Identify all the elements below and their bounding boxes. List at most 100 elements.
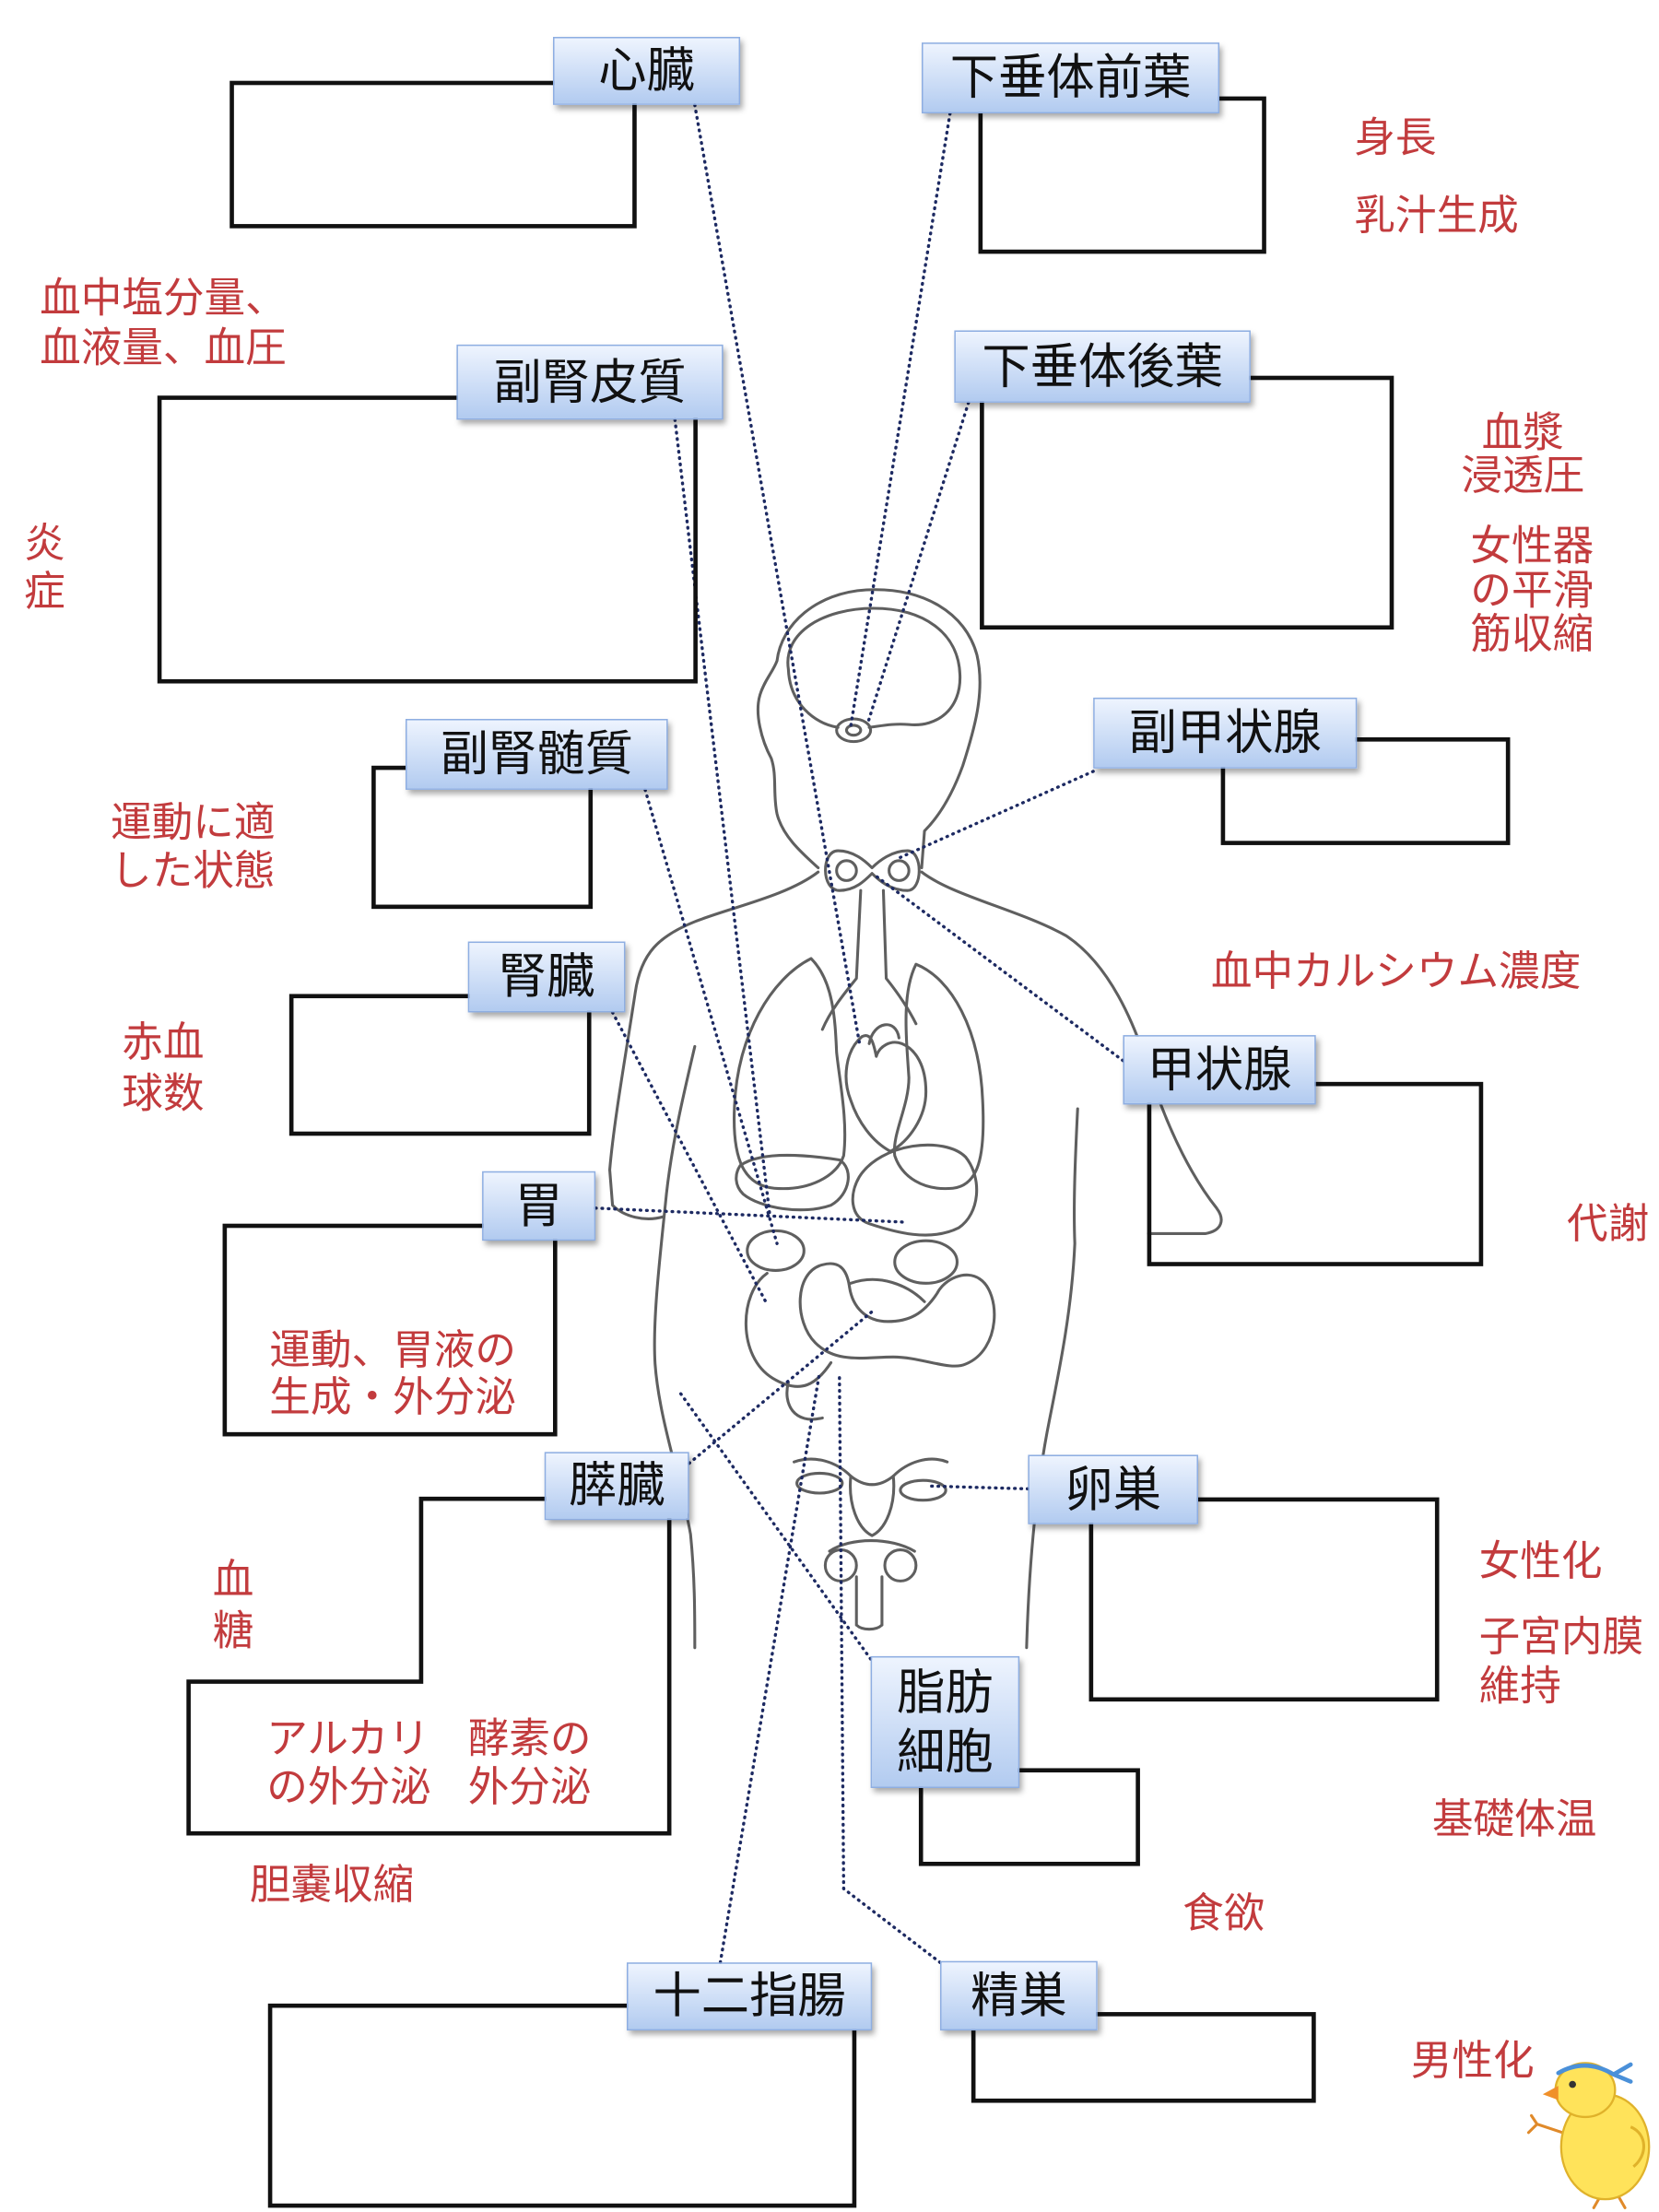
- label-adipocyte-line1: 脂肪: [897, 1664, 994, 1721]
- note-appetite: 食欲: [1182, 1888, 1265, 1937]
- label-testis: 精巣: [939, 1960, 1098, 2031]
- connector-stomach: [594, 1206, 910, 1224]
- label-adipocyte: 脂肪 細胞: [870, 1655, 1020, 1788]
- trachea: [820, 888, 918, 1031]
- label-anterior-pituitary: 下垂体前葉: [921, 42, 1220, 114]
- note-lactation: 乳汁生成: [1354, 191, 1519, 240]
- adrenal-cortex-answer-box: [157, 395, 698, 684]
- brain-outline: [786, 606, 962, 729]
- right-lung: [892, 962, 985, 1191]
- testis-answer-box: [971, 2012, 1316, 2103]
- note-line: 女性器: [1470, 522, 1594, 571]
- pituitary-inner: [844, 724, 863, 737]
- label-duodenum: 十二指腸: [626, 1962, 873, 2031]
- male-organ: [828, 1539, 916, 1631]
- note-line: 症: [24, 567, 65, 616]
- note-red-blood-cells: 赤血 球数: [122, 1017, 204, 1119]
- label-pancreas: 膵臓: [544, 1452, 689, 1521]
- left-kidney: [746, 1229, 806, 1272]
- note-line: 血漿: [1481, 408, 1564, 457]
- note-alkaline: アルカリ の外分泌: [266, 1714, 430, 1811]
- thyroid-answer-box: [1147, 1081, 1484, 1266]
- anterior-pituitary-answer-box: [978, 96, 1266, 254]
- note-plasma-osmotic: 血漿 浸透圧: [1458, 411, 1589, 496]
- note-line: 筋収縮: [1470, 609, 1594, 658]
- note-masculinization: 男性化: [1410, 2036, 1535, 2085]
- torso-outline: [607, 870, 1223, 1650]
- note-female-smooth-muscle: 女性器 の平滑 筋収縮: [1470, 524, 1594, 656]
- note-line: 血中塩分量、: [40, 273, 287, 323]
- note-line: の外分泌: [266, 1762, 431, 1811]
- note-line: 血: [212, 1555, 254, 1604]
- thyroid-gland: [824, 849, 921, 892]
- note-blood-sugar: 血 糖: [213, 1554, 254, 1656]
- note-line: 生成・外分泌: [269, 1372, 517, 1421]
- parathyroid-right: [888, 859, 911, 882]
- label-adrenal-medulla: 副腎髄質: [405, 718, 668, 790]
- connector-pancreas: [687, 1310, 874, 1465]
- note-height: 身長: [1354, 113, 1437, 162]
- chick-headband: [1556, 2062, 1633, 2084]
- note-line: アルカリ: [266, 1713, 429, 1763]
- label-kidney: 腎臓: [467, 941, 626, 1013]
- label-adipocyte-line2: 細胞: [897, 1723, 994, 1781]
- note-line: 酵素の: [467, 1713, 592, 1763]
- note-line: 浸透圧: [1461, 451, 1585, 500]
- parathyroid-left: [835, 859, 858, 882]
- note-feminization: 女性化: [1478, 1536, 1603, 1585]
- intestines: [744, 1262, 996, 1421]
- note-line: 赤血: [122, 1018, 205, 1066]
- connector-adrenal-medulla: [643, 788, 779, 1245]
- note-line: 維持: [1478, 1662, 1561, 1711]
- ovary-answer-box: [1088, 1497, 1440, 1702]
- left-ovary: [795, 1471, 844, 1495]
- connector-testis: [838, 1373, 942, 1964]
- note-line: 血液量、血圧: [40, 323, 287, 372]
- connector-adipocyte: [676, 1387, 873, 1661]
- connector-thyroid: [875, 875, 1125, 1063]
- note-line: 外分泌: [467, 1762, 592, 1811]
- right-testis: [883, 1547, 918, 1583]
- note-line: 運動、胃液の: [269, 1325, 517, 1374]
- note-enzyme: 酵素の 外分泌: [468, 1714, 592, 1811]
- label-posterior-pituitary: 下垂体後葉: [954, 330, 1251, 403]
- chick-wing: [1630, 2125, 1645, 2168]
- connector-posterior-pituitary: [865, 401, 971, 725]
- right-ovary: [899, 1478, 947, 1502]
- posterior-pituitary-answer-box: [980, 375, 1394, 630]
- label-ovary: 卵巣: [1028, 1454, 1198, 1524]
- chick-beak: [1542, 2086, 1559, 2100]
- kidney-answer-box: [288, 994, 592, 1136]
- left-lung: [732, 957, 847, 1191]
- right-kidney: [893, 1239, 959, 1285]
- stomach-answer-box: [222, 1223, 558, 1437]
- chick-icon: [1526, 2062, 1651, 2209]
- note-gastric: 運動、胃液の 生成・外分泌: [269, 1325, 517, 1421]
- note-line: 球数: [122, 1068, 205, 1118]
- stomach-organ: [851, 1143, 979, 1237]
- note-line: 子宮内膜: [1478, 1612, 1644, 1661]
- note-inflammation: 炎 症: [24, 519, 65, 616]
- chick-eye: [1569, 2080, 1576, 2088]
- label-thyroid: 甲状腺: [1123, 1035, 1316, 1105]
- label-adrenal-cortex: 副腎皮質: [456, 344, 724, 420]
- note-basal-temperature: 基礎体温: [1431, 1794, 1597, 1843]
- connector-parathyroid: [894, 770, 1095, 861]
- pituitary-gland: [835, 717, 873, 744]
- note-exercise-state: 運動に適 した状態: [111, 798, 275, 895]
- heart-answer-box: [229, 80, 637, 229]
- note-endometrium: 子宮内膜 維持: [1479, 1612, 1643, 1712]
- note-metabolism: 代謝: [1566, 1199, 1650, 1248]
- parathyroid-answer-box: [1220, 736, 1511, 845]
- connector-adrenal-cortex: [673, 418, 772, 1218]
- liver-organ: [735, 1153, 850, 1212]
- connector-anterior-pituitary: [849, 112, 952, 728]
- body-figure: [607, 588, 1223, 1650]
- label-heart: 心臓: [552, 36, 741, 105]
- chick-leg-kick: [1526, 2113, 1573, 2137]
- label-parathyroid: 副甲状腺: [1093, 697, 1358, 769]
- connector-heart: [693, 103, 861, 1044]
- note-line: の平滑: [1470, 565, 1594, 615]
